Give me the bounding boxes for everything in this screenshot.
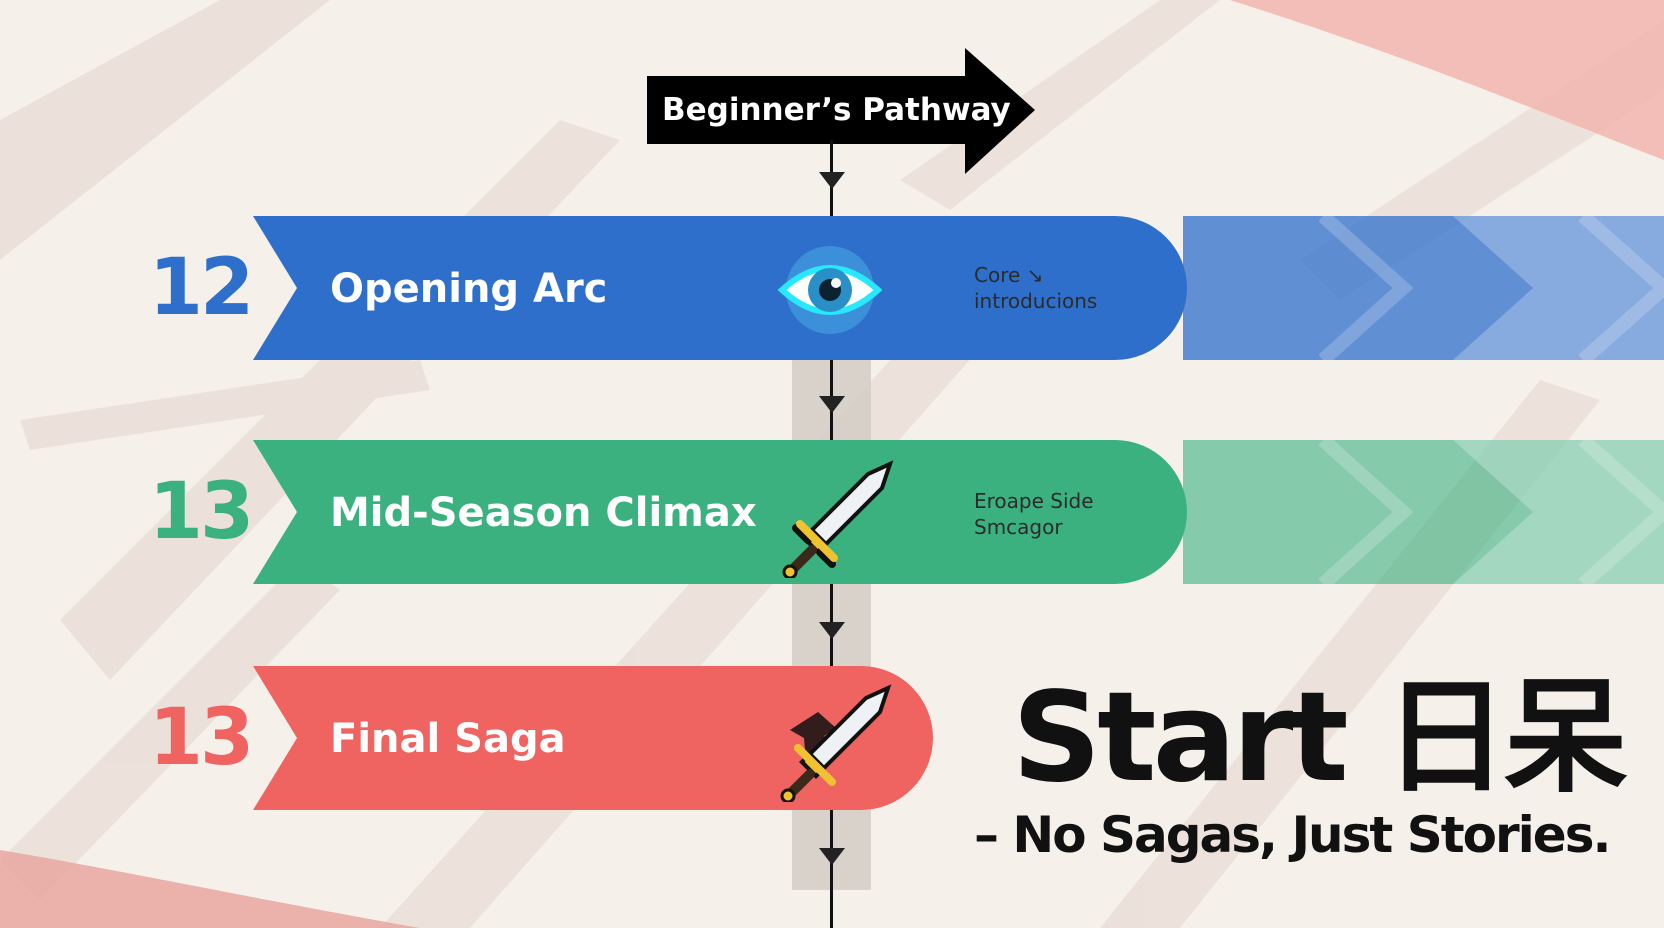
arc-ribbon-opening <box>253 216 1664 360</box>
eye-icon <box>760 242 900 338</box>
arc-title: Final Saga <box>330 716 566 762</box>
arc-ribbon-final-saga <box>253 666 933 810</box>
timeline-marker <box>819 396 845 413</box>
arc-note-line: introducions <box>974 289 1098 313</box>
arc-note-line: Core ↘ <box>974 263 1044 287</box>
slogan-subtitle: – No Sagas, Just Stories. <box>974 806 1611 864</box>
arc-note-line: Smcagor <box>974 515 1063 539</box>
arc-note-line: Eroape Side <box>974 489 1094 513</box>
ribbon-shape <box>253 440 1664 584</box>
ribbon-shape <box>253 666 933 810</box>
pathway-title: Beginner’s Pathway <box>662 92 1011 128</box>
arc-title: Mid-Season Climax <box>330 490 757 536</box>
arc-note: Core ↘ introducions <box>974 262 1194 314</box>
episode-count: 12 <box>148 243 255 333</box>
episode-count: 13 <box>148 693 255 783</box>
sword-icon <box>778 458 898 580</box>
arc-note: Eroape Side Smcagor <box>974 488 1194 540</box>
arc-title: Opening Arc <box>330 266 608 312</box>
timeline-marker <box>819 622 845 639</box>
header-arrow-shape <box>647 48 1035 174</box>
ribbon-shape <box>253 216 1664 360</box>
timeline-marker <box>819 848 845 865</box>
sword-icon <box>776 682 896 804</box>
episode-count: 13 <box>148 467 255 557</box>
timeline-marker <box>819 172 845 189</box>
slogan-title: Start 日呆 <box>1012 666 1628 810</box>
arc-ribbon-mid-season <box>253 440 1664 584</box>
